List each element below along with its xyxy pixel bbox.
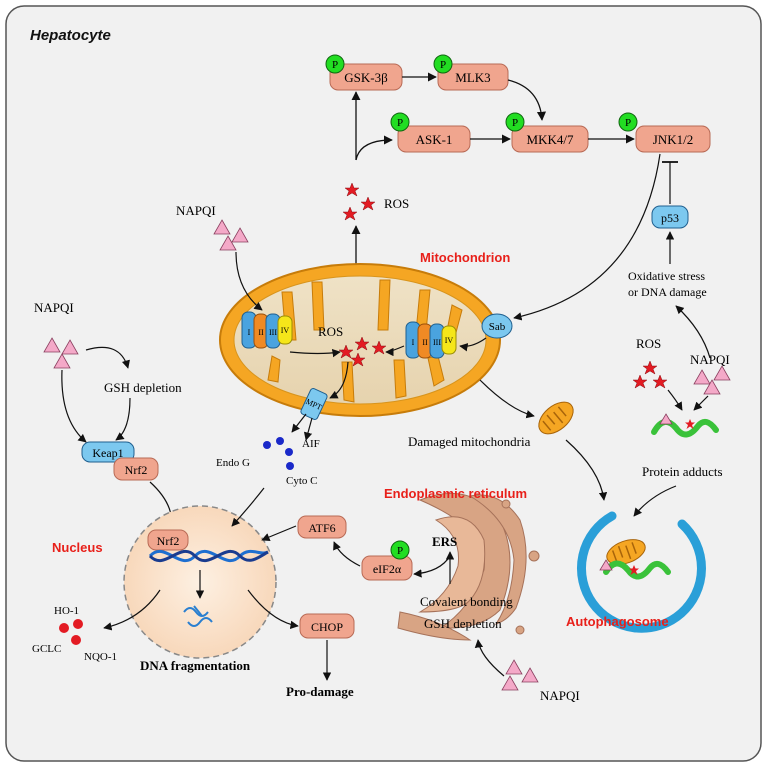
svg-text:P: P xyxy=(440,59,446,71)
damaged-mito-label: Damaged mitochondria xyxy=(408,434,531,449)
mitochondrion-label: Mitochondrion xyxy=(420,250,510,265)
keap1-label: Keap1 xyxy=(92,446,123,460)
p53-box xyxy=(651,205,689,229)
nqo1-label: NQO-1 xyxy=(84,651,117,663)
arrow-jnk-sab xyxy=(513,153,661,321)
cell-title: Hepatocyte xyxy=(30,27,111,44)
aif-label: AIF xyxy=(302,438,320,450)
napqi-label-left: NAPQI xyxy=(34,300,74,315)
svg-text:P: P xyxy=(332,59,338,71)
svg-text:I: I xyxy=(248,328,251,337)
chop-box xyxy=(299,613,355,639)
eif2a-box xyxy=(361,555,413,581)
napqi-label-mito: NAPQI xyxy=(176,203,216,218)
nrf2-label-nuc: Nrf2 xyxy=(157,534,180,548)
ros-stars-mito xyxy=(338,336,387,367)
napqi-icon xyxy=(43,337,79,369)
sab-protein xyxy=(481,313,513,339)
atf6-box xyxy=(297,515,347,539)
jnk12-box xyxy=(635,125,711,153)
phospho-icon: P xyxy=(433,54,453,74)
svg-text:P: P xyxy=(397,545,403,557)
er-label: Endoplasmic reticulum xyxy=(384,486,527,501)
svg-text:III: III xyxy=(433,338,441,347)
napqi-label-right: NAPQI xyxy=(690,352,730,367)
endoplasmic-reticulum xyxy=(397,492,540,641)
gsh-depletion-label: GSH depletion xyxy=(104,380,182,395)
ros-label-top: ROS xyxy=(384,196,409,211)
ho1-label: HO-1 xyxy=(54,605,79,617)
gsh-depletion-er-label: GSH depletion xyxy=(424,616,502,631)
antioxidant-genes xyxy=(59,619,83,645)
autophagosome xyxy=(576,511,706,633)
oxidative-label-2: or DNA damage xyxy=(628,285,707,299)
svg-text:II: II xyxy=(258,328,264,337)
phospho-icon: P xyxy=(390,540,410,560)
atf6-label: ATF6 xyxy=(308,521,335,535)
svg-text:P: P xyxy=(512,117,518,129)
eif2a-label: eIF2α xyxy=(373,562,402,576)
keap1-box xyxy=(81,441,135,463)
mlk3-label: MLK3 xyxy=(455,70,490,85)
protein-adducts-label: Protein adducts xyxy=(642,464,723,479)
p53-label: p53 xyxy=(661,211,679,225)
damaged-mitochondria-icon xyxy=(538,401,574,435)
chop-label: CHOP xyxy=(311,620,343,634)
napqi-icon xyxy=(501,659,539,691)
ros-label-mito: ROS xyxy=(318,324,343,339)
mkk47-label: MKK4/7 xyxy=(527,132,574,147)
kinase-cascade: GSK-3β MLK3 ASK-1 MKK4/7 JNK1/2 P P P P … xyxy=(325,54,711,305)
phospho-icon: P xyxy=(618,112,638,132)
sab-label: Sab xyxy=(489,321,506,333)
napqi-label-er: NAPQI xyxy=(540,688,580,703)
dna-fragmentation-label: DNA fragmentation xyxy=(140,658,251,673)
svg-text:II: II xyxy=(422,338,428,347)
mitochondrion: I II III IV I II III IV ROS xyxy=(219,263,501,417)
jnk12-label: JNK1/2 xyxy=(653,132,693,147)
svg-text:P: P xyxy=(625,117,631,129)
ers-label: ERS xyxy=(432,534,457,549)
nucleus: Nrf2 xyxy=(123,505,277,659)
cytoc-label: Cyto C xyxy=(286,475,317,487)
phospho-icon: P xyxy=(505,112,525,132)
ros-stars-right xyxy=(632,360,668,389)
nrf2-label-cyto: Nrf2 xyxy=(125,463,148,477)
phospho-icon: P xyxy=(390,112,410,132)
napqi-icon xyxy=(213,219,249,251)
autophagosome-label: Autophagosome xyxy=(566,614,669,629)
pro-damage-label: Pro-damage xyxy=(286,684,354,699)
covalent-label: Covalent bonding xyxy=(420,594,513,609)
svg-text:III: III xyxy=(269,328,277,337)
protein-adduct-icon xyxy=(651,413,719,438)
arrow-ros-ask xyxy=(355,135,393,161)
svg-text:IV: IV xyxy=(281,326,290,335)
gsk3b-label: GSK-3β xyxy=(344,70,388,85)
svg-text:I: I xyxy=(412,338,415,347)
endog-label: Endo G xyxy=(216,457,250,469)
svg-text:P: P xyxy=(397,117,403,129)
arrow-sab-etc xyxy=(459,337,487,352)
napqi-icon xyxy=(693,365,731,395)
oxidative-label-1: Oxidative stress xyxy=(628,269,705,283)
phospho-icon: P xyxy=(325,54,345,74)
nrf2-box-cyto xyxy=(113,457,159,481)
ask1-label: ASK-1 xyxy=(416,132,453,147)
ros-label-right: ROS xyxy=(636,336,661,351)
ros-stars-top xyxy=(342,182,376,221)
mlk3-box xyxy=(437,63,509,91)
gclc-label: GCLC xyxy=(32,643,61,655)
nucleus-label: Nucleus xyxy=(52,540,103,555)
released-factors xyxy=(263,437,294,470)
svg-text:IV: IV xyxy=(445,336,454,345)
mpt-pore-icon: MPT xyxy=(300,387,328,421)
arrow-mlk-mkk xyxy=(507,79,547,121)
